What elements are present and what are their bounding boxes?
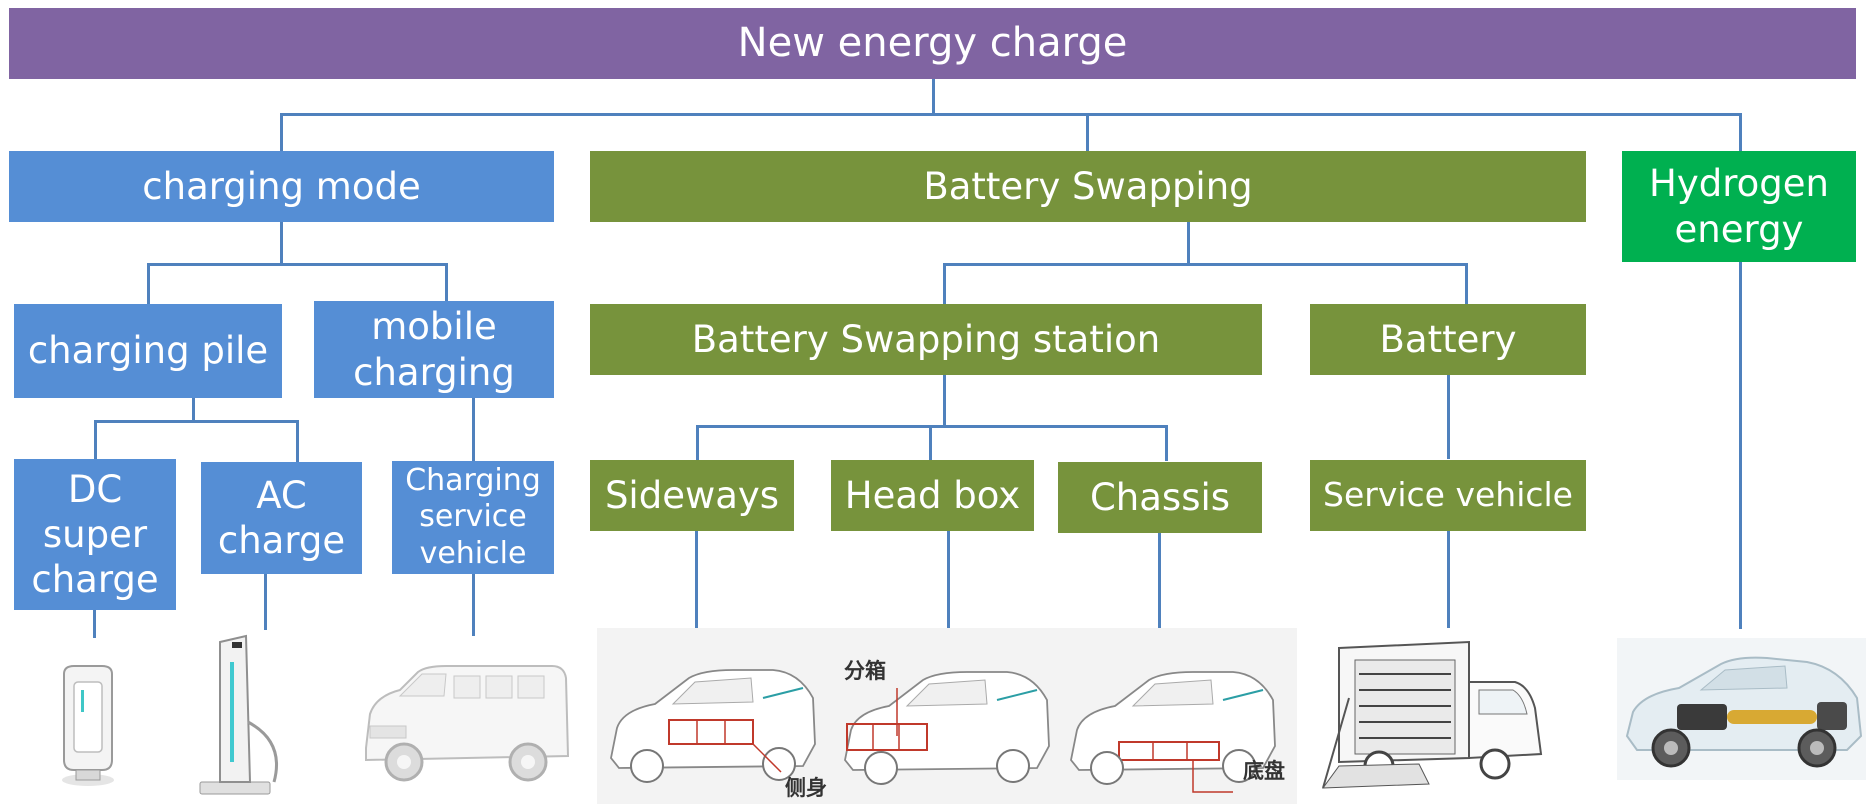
connector-line: [94, 420, 97, 460]
dc-super-charge-box: DC super charge: [14, 459, 176, 610]
chassis-box: Chassis: [1058, 462, 1262, 533]
dc-charger-image: [48, 660, 128, 790]
connector-line: [280, 113, 283, 151]
ac-charge-label: AC charge: [217, 473, 346, 562]
service-vehicle-box: Service vehicle: [1310, 460, 1586, 531]
car-chassis: [1070, 671, 1276, 793]
connector-line: [147, 263, 448, 266]
charging-service-vehicle-box: Charging service vehicle: [392, 461, 554, 574]
connector-line: [1165, 425, 1168, 461]
car-sideways: [610, 669, 816, 783]
mobile-charging-label: mobile charging: [353, 305, 515, 394]
connector-line: [1158, 532, 1161, 628]
ac-charge-box: AC charge: [201, 462, 362, 574]
charging-mode-box: charging mode: [9, 151, 554, 222]
image-label-chassis: 底盘: [1243, 759, 1285, 783]
connector-line: [1447, 530, 1450, 628]
connector-line: [943, 263, 946, 304]
connector-line: [1086, 113, 1089, 151]
hydrogen-energy-box: Hydrogen energy: [1622, 151, 1856, 262]
connector-line: [932, 78, 935, 115]
image-label-headbox: 分箱: [844, 659, 886, 683]
ac-charger-image: [190, 632, 300, 797]
connector-line: [1187, 222, 1190, 265]
page-title: New energy charge: [737, 20, 1128, 67]
connector-line: [947, 530, 950, 636]
connector-line: [264, 574, 267, 630]
battery-swapping-station-box: Battery Swapping station: [590, 304, 1262, 375]
connector-line: [280, 222, 283, 265]
head-box-box: Head box: [831, 460, 1034, 531]
connector-line: [696, 425, 1168, 428]
connector-line: [695, 530, 698, 628]
battery-swapping-station-label: Battery Swapping station: [691, 317, 1161, 361]
connector-line: [943, 375, 946, 427]
hydrogen-car-image: [1617, 638, 1866, 780]
connector-line: [93, 610, 96, 638]
connector-line: [147, 263, 150, 305]
service-vehicle-label: Service vehicle: [1323, 475, 1573, 515]
connector-line: [296, 420, 299, 463]
swapping-cars-image: 分箱 侧身 底盘: [597, 628, 1297, 804]
connector-line: [696, 425, 699, 461]
connector-line: [1465, 263, 1468, 304]
mobile-charging-box: mobile charging: [314, 301, 554, 398]
battery-swapping-label: Battery Swapping: [923, 164, 1253, 208]
hydrogen-energy-label: Hydrogen energy: [1649, 162, 1829, 251]
connector-line: [1447, 375, 1450, 459]
connector-line: [472, 370, 475, 463]
connector-line: [1739, 262, 1742, 629]
connector-line: [280, 113, 1742, 116]
head-box-label: Head box: [844, 473, 1021, 517]
car-head-box: [844, 671, 1050, 785]
connector-line: [943, 263, 1468, 266]
charging-pile-label: charging pile: [27, 329, 269, 373]
charging-mode-label: charging mode: [142, 164, 421, 208]
connector-line: [445, 263, 448, 303]
charging-service-vehicle-label: Charging service vehicle: [405, 462, 541, 571]
image-label-side: 侧身: [785, 776, 827, 800]
sideways-label: Sideways: [604, 473, 780, 517]
battery-box: Battery: [1310, 304, 1586, 375]
sideways-box: Sideways: [590, 460, 794, 531]
battery-swapping-box: Battery Swapping: [590, 151, 1586, 222]
service-van-image: [356, 656, 574, 792]
chassis-label: Chassis: [1089, 475, 1231, 519]
title-box: New energy charge: [9, 8, 1856, 79]
connector-line: [929, 425, 932, 461]
connector-line: [472, 574, 475, 636]
connector-line: [94, 420, 299, 423]
connector-line: [1739, 113, 1742, 151]
charging-pile-box: charging pile: [14, 304, 282, 398]
battery-service-truck-image: [1319, 638, 1559, 798]
battery-label: Battery: [1379, 317, 1517, 361]
dc-super-charge-label: DC super charge: [31, 467, 159, 602]
